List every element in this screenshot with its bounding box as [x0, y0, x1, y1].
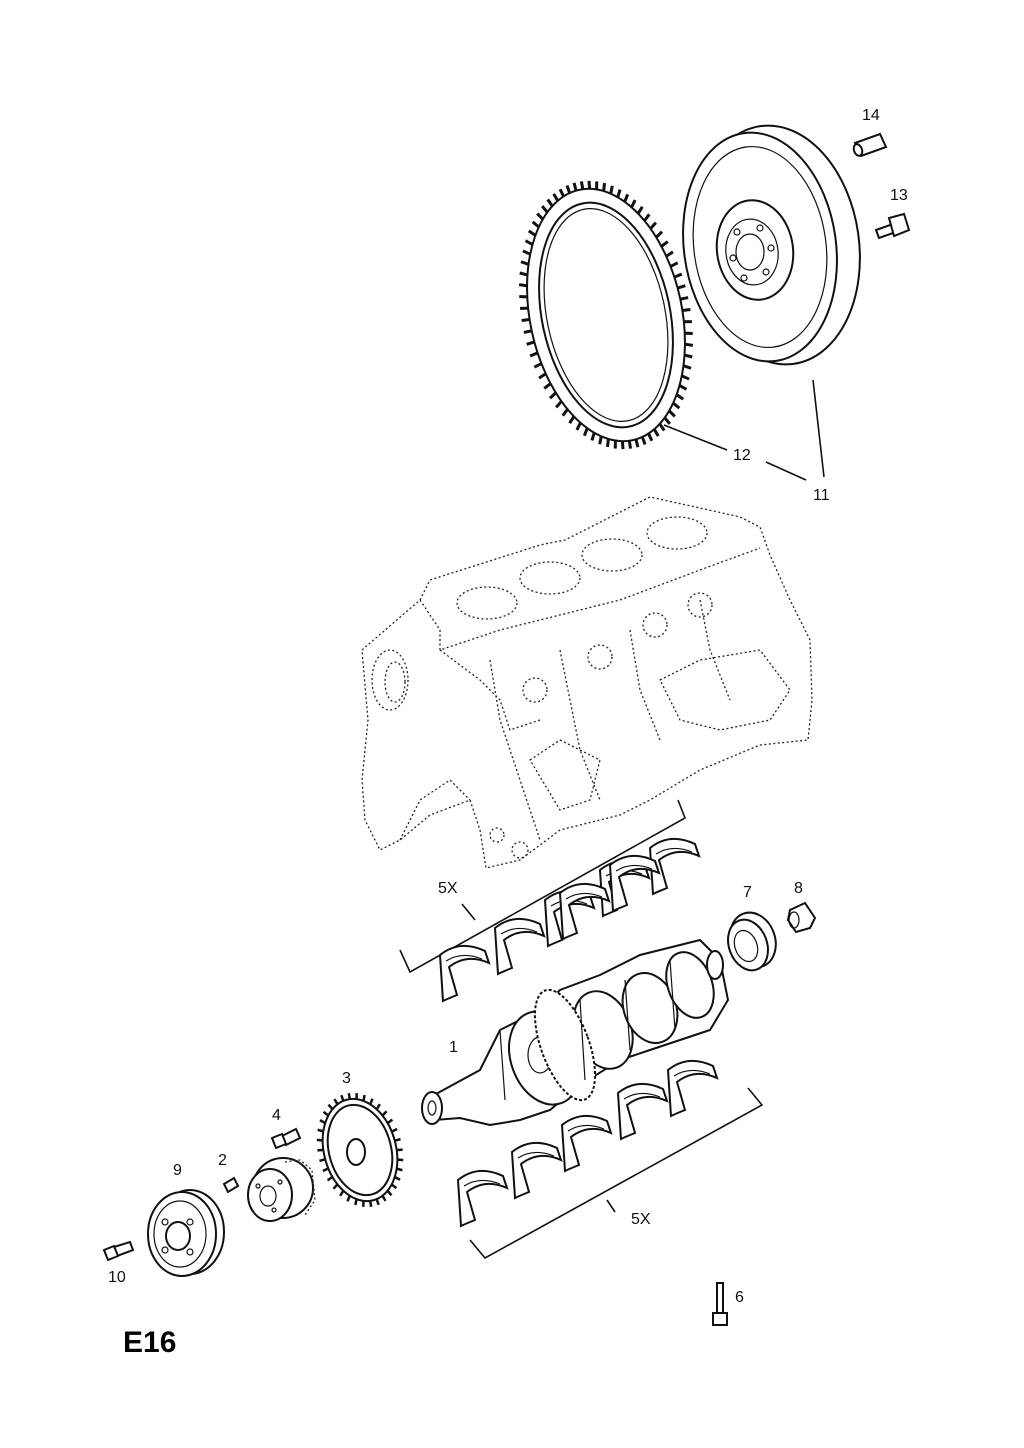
callout-13: 13: [890, 187, 908, 204]
callout-14: 14: [862, 107, 880, 124]
woodruff-key-part: [222, 1176, 240, 1194]
engine-block-part: [361, 496, 813, 869]
diagram-code: E16: [123, 1326, 176, 1359]
callout-3: 3: [342, 1070, 351, 1087]
dowel-pin-part: [852, 132, 888, 158]
callout-12: 12: [733, 447, 751, 464]
timing-gear-part: [316, 1093, 404, 1207]
callout-10: 10: [108, 1269, 126, 1286]
pilot-bushing-part: [786, 901, 817, 934]
callout-8: 8: [794, 880, 803, 897]
bearing-cap-bolt-part: [712, 1282, 728, 1326]
pulley-bolt-part: [102, 1240, 135, 1262]
crank-sprocket-part: [247, 1157, 316, 1222]
callout-4: 4: [272, 1107, 281, 1124]
callout-7: 7: [743, 884, 752, 901]
callout-5x-lower: 5X: [631, 1211, 651, 1228]
callout-5x-upper: 5X: [438, 880, 458, 897]
callout-6: 6: [735, 1289, 744, 1306]
callout-1: 1: [449, 1039, 458, 1056]
flywheel-bolt-part: [874, 212, 911, 240]
callout-9: 9: [173, 1162, 182, 1179]
callout-11: 11: [813, 487, 830, 504]
ring-gear-part: [518, 180, 694, 450]
callout-2: 2: [218, 1152, 227, 1169]
lower-bearing-shells-part: [456, 1059, 764, 1260]
gear-bolt-part: [270, 1127, 302, 1150]
upper-bearing-shells-part: [399, 799, 701, 1003]
crank-pulley-part: [147, 1189, 225, 1277]
flywheel-part: [682, 124, 861, 366]
oil-seal-part: [727, 911, 777, 972]
crankshaft-part: [421, 938, 730, 1127]
